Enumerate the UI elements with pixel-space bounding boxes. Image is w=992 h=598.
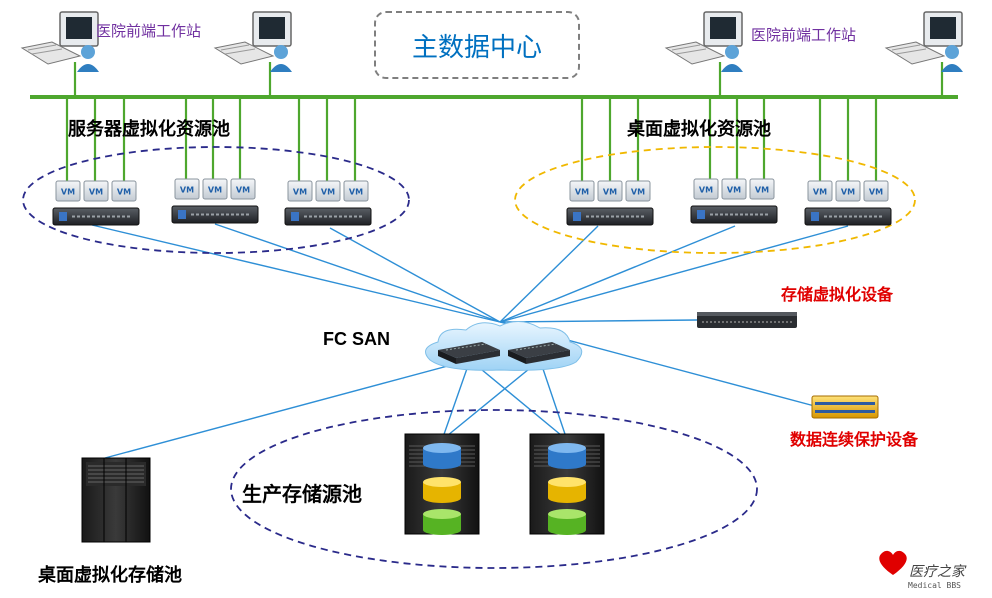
host-group: VM VM VM bbox=[566, 180, 654, 226]
vm-icon: VM bbox=[863, 180, 889, 202]
workstation-label-right: 医院前端工作站 bbox=[751, 26, 857, 44]
data-protection-device-icon bbox=[811, 395, 879, 419]
rack-server-icon bbox=[566, 207, 654, 226]
vm-tag: VM bbox=[61, 188, 75, 197]
server-pool-ellipse bbox=[22, 146, 410, 254]
vm-tag: VM bbox=[180, 186, 194, 195]
fc-switch-icon bbox=[438, 342, 500, 364]
backbone bbox=[30, 62, 958, 182]
production-storage-label: 生产存储源池 bbox=[242, 482, 362, 506]
fc-links bbox=[91, 223, 849, 459]
watermark-subtext: Medical BBS bbox=[908, 581, 961, 590]
host-group: VM VM VM bbox=[171, 178, 259, 224]
fc-san-cloud bbox=[425, 321, 583, 371]
vm-tag: VM bbox=[869, 188, 883, 197]
host-group: VM VM VM bbox=[52, 180, 140, 226]
storage-arrays bbox=[404, 433, 605, 535]
heart-logo-icon bbox=[879, 550, 907, 575]
vm-tag: VM bbox=[321, 188, 335, 197]
vm-tag: VM bbox=[841, 188, 855, 197]
vm-icon: VM bbox=[625, 180, 651, 202]
storage-array-icon bbox=[529, 433, 605, 535]
vm-tag: VM bbox=[117, 188, 131, 197]
vm-tag: VM bbox=[755, 186, 769, 195]
vm-tag: VM bbox=[727, 186, 741, 195]
desktop-storage-label: 桌面虚拟化存储池 bbox=[38, 565, 182, 586]
vm-tag: VM bbox=[631, 188, 645, 197]
rack-server-icon bbox=[690, 205, 778, 224]
storage-array-icon bbox=[404, 433, 480, 535]
watermark-text: 医疗之家 bbox=[909, 564, 965, 580]
main-datacenter-title-text: 主数据中心 bbox=[411, 32, 542, 63]
vm-icon: VM bbox=[83, 180, 109, 202]
vm-tag: VM bbox=[89, 188, 103, 197]
vm-icon: VM bbox=[807, 180, 833, 202]
workstation-icon bbox=[884, 11, 963, 72]
desktop-pool-ellipse bbox=[514, 146, 916, 254]
fc-switch-icon bbox=[508, 342, 570, 364]
vm-icon: VM bbox=[569, 180, 595, 202]
storage-virtualization-label: 存储虚拟化设备 bbox=[781, 285, 894, 304]
vm-tag: VM bbox=[813, 188, 827, 197]
rack-server-icon bbox=[52, 207, 140, 226]
vm-icon: VM bbox=[693, 178, 719, 200]
vm-tag: VM bbox=[349, 188, 363, 197]
host-group: VM VM VM bbox=[804, 180, 892, 226]
rack-server-icon bbox=[284, 207, 372, 226]
vm-icon: VM bbox=[111, 180, 137, 202]
host-group: VM VM VM bbox=[284, 180, 372, 226]
server-pool-label: 服务器虚拟化资源池 bbox=[68, 119, 230, 140]
vm-icon: VM bbox=[315, 180, 341, 202]
rack-server-icon bbox=[804, 207, 892, 226]
workstation-icon bbox=[20, 11, 99, 72]
vm-tag: VM bbox=[699, 186, 713, 195]
vm-icon: VM bbox=[55, 180, 81, 202]
workstation-icon bbox=[213, 11, 292, 72]
desktop-storage-rack-icon bbox=[81, 457, 151, 543]
host-group: VM VM VM bbox=[690, 178, 778, 224]
storage-virtualization-device-icon bbox=[697, 312, 797, 328]
vm-tag: VM bbox=[236, 186, 250, 195]
workstation-label-left: 医院前端工作站 bbox=[96, 22, 202, 40]
vm-icon: VM bbox=[287, 180, 313, 202]
vm-icon: VM bbox=[835, 180, 861, 202]
rack-server-icon bbox=[171, 205, 259, 224]
vm-icon: VM bbox=[343, 180, 369, 202]
vm-icon: VM bbox=[230, 178, 256, 200]
desktop-pool-label: 桌面虚拟化资源池 bbox=[627, 119, 771, 140]
vm-tag: VM bbox=[208, 186, 222, 195]
main-datacenter-title: 主数据中心 bbox=[374, 11, 580, 79]
vm-icon: VM bbox=[597, 180, 623, 202]
data-protection-label: 数据连续保护设备 bbox=[790, 430, 919, 449]
vm-tag: VM bbox=[575, 188, 589, 197]
vm-icon: VM bbox=[174, 178, 200, 200]
production-pool-ellipse bbox=[230, 409, 758, 569]
vm-tag: VM bbox=[603, 188, 617, 197]
workstation-icon bbox=[664, 11, 743, 72]
vm-icon: VM bbox=[202, 178, 228, 200]
vm-icon: VM bbox=[749, 178, 775, 200]
vm-tag: VM bbox=[293, 188, 307, 197]
vm-icon: VM bbox=[721, 178, 747, 200]
fc-san-label: FC SAN bbox=[323, 329, 390, 349]
host-groups: VM VM VM VM VM VM VM VM VM VM VM VM VM VM VM VM VM VM bbox=[52, 178, 892, 226]
